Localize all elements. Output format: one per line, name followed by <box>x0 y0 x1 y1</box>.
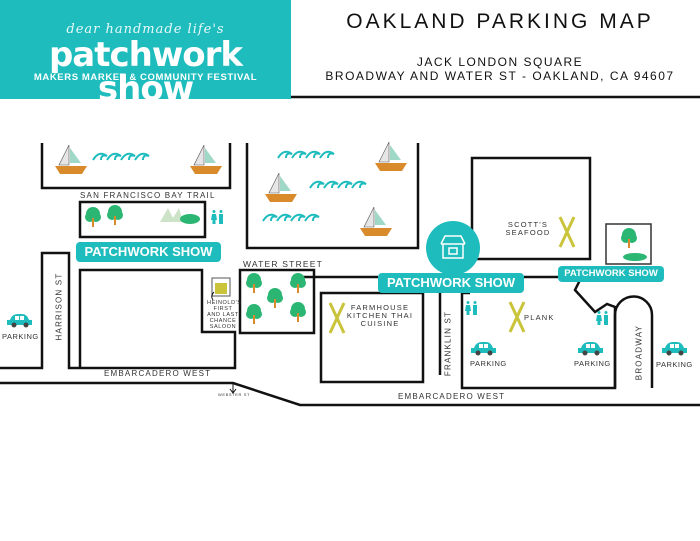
patchwork-show-marker-3[interactable]: PATCHWORK SHOW <box>558 266 664 282</box>
street-franklin: FRANKLIN ST <box>443 310 453 377</box>
street-broadway: BROADWAY <box>634 324 644 381</box>
street-harrison: HARRISON ST <box>54 272 64 341</box>
street-embarcadero-west: EMBARCADERO WEST <box>104 369 212 378</box>
venue-name: JACK LONDON SQUARE <box>416 55 584 69</box>
parking-label-1: PARKING <box>2 332 39 341</box>
street-bay-trail: SAN FRANCISCO BAY TRAIL <box>80 191 216 200</box>
street-webster: WEBSTER ST <box>218 392 251 397</box>
patchwork-show-logo: dear handmade life's patchwork show MAKE… <box>0 0 291 106</box>
patchwork-show-marker-main[interactable]: PATCHWORK SHOW <box>378 273 524 293</box>
place-farmhouse: FARMHOUSE KITCHEN THAI CUISINE <box>346 303 414 328</box>
address: BROADWAY AND WATER ST - OAKLAND, CA 9460… <box>325 69 675 83</box>
page-title: OAKLAND PARKING MAP <box>346 10 654 33</box>
logo-name: patchwork show <box>48 35 243 109</box>
logo-script: dear handmade life's <box>66 22 225 37</box>
place-scotts-seafood: SCOTT'S SEAFOOD <box>505 220 551 237</box>
street-embarcadero-west-2: EMBARCADERO WEST <box>398 392 506 401</box>
parking-label-3: PARKING <box>574 359 611 368</box>
venue-address: JACK LONDON SQUARE BROADWAY AND WATER ST… <box>300 55 700 83</box>
place-heinolds: HEINOLD'S FIRST AND LAST CHANCE SALOON <box>207 300 242 330</box>
place-plank: PLANK <box>524 313 555 322</box>
patchwork-show-marker-1[interactable]: PATCHWORK SHOW <box>76 242 221 262</box>
logo-tagline: MAKERS MARKET & COMMUNITY FESTIVAL <box>33 72 258 83</box>
street-water-street: WATER STREET <box>243 259 324 269</box>
parking-label-4: PARKING <box>656 360 693 369</box>
parking-label-2: PARKING <box>470 359 507 368</box>
